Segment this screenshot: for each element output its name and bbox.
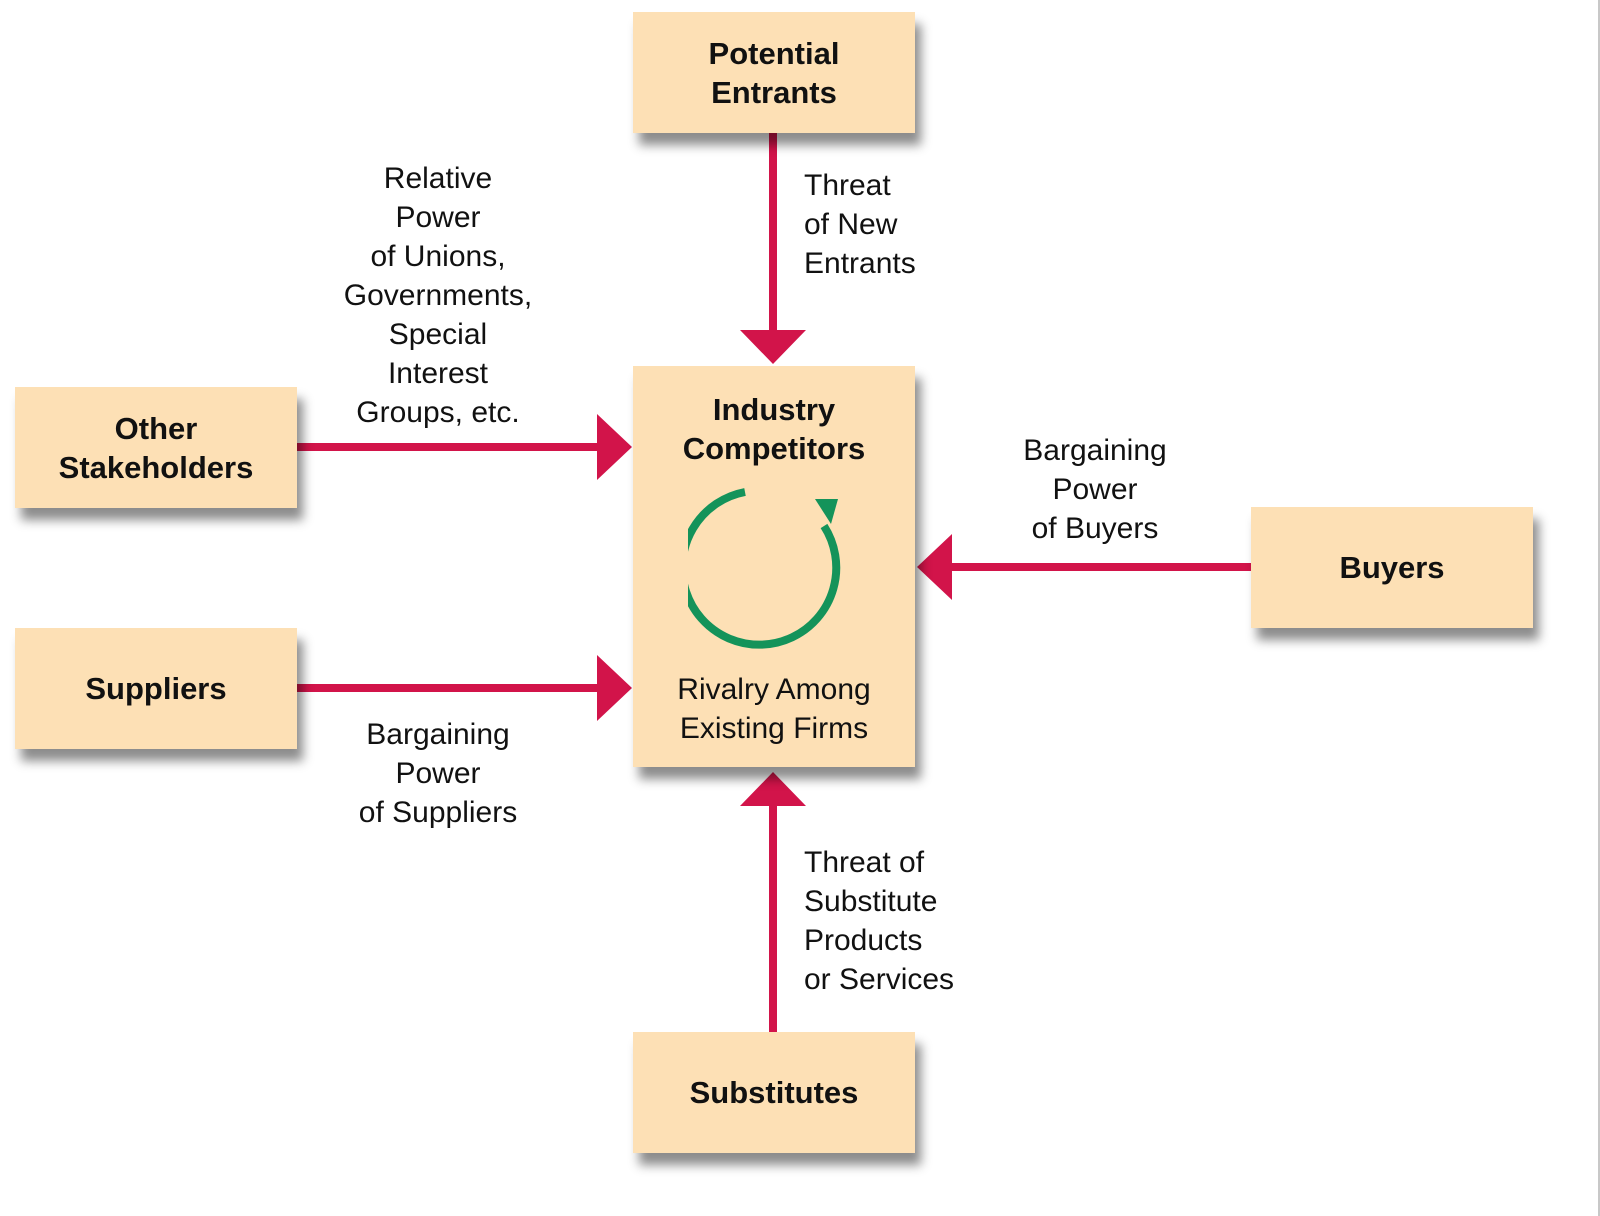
- node-label: Buyers: [1339, 550, 1445, 585]
- node-label: Potential Entrants: [708, 35, 840, 110]
- arrow-buyers-to-competitors: [917, 534, 1251, 600]
- arrow-suppliers-to-competitors: [297, 655, 632, 721]
- rivalry-label: Rivalry Among Existing Firms: [677, 673, 871, 745]
- label-threat-substitutes: Threat of Substitute Products or Service…: [804, 846, 955, 996]
- node-label: Other Stakeholders: [58, 410, 254, 485]
- node-label: Substitutes: [689, 1075, 859, 1110]
- label-relative-power: Relative Power of Unions, Governments, S…: [343, 162, 533, 429]
- arrow-other-stakeholders-to-competitors: [297, 414, 632, 480]
- node-buyers: Buyers: [1251, 507, 1533, 628]
- arrow-substitutes-to-competitors: [740, 772, 806, 1032]
- label-power-buyers: Bargaining Power of Buyers: [1023, 434, 1167, 545]
- node-label: Industry Competitors: [682, 392, 866, 466]
- node-label: Suppliers: [85, 671, 227, 706]
- arrow-potential-entrants-to-competitors: [740, 133, 806, 364]
- node-substitutes: Substitutes: [633, 1032, 915, 1153]
- node-suppliers: Suppliers: [15, 628, 297, 749]
- label-threat-new-entrants: Threat of New Entrants: [804, 169, 916, 280]
- circular-arrow-icon: [688, 488, 841, 649]
- node-other-stakeholders: Other Stakeholders: [15, 387, 297, 508]
- image-border: [1598, 0, 1600, 1216]
- node-industry-competitors: Industry Competitors Rivalry Among Exist…: [633, 366, 915, 767]
- label-power-suppliers: Bargaining Power of Suppliers: [358, 718, 518, 829]
- node-potential-entrants: Potential Entrants: [633, 12, 915, 133]
